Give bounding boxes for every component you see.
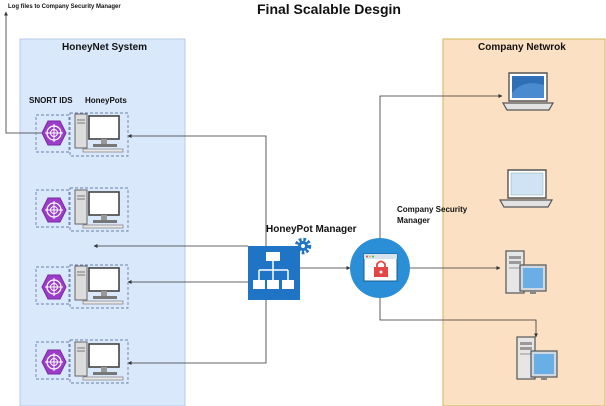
network-hierarchy-gear-icon (248, 237, 312, 300)
honeypots-label: HoneyPots (85, 96, 127, 105)
manager-honeypot-connectors (93, 134, 267, 365)
ids-group-box-1 (35, 114, 70, 153)
log-files-label: Log files to Company Security Manager (8, 4, 121, 10)
security-company-connectors (379, 94, 538, 338)
laptop-icon (502, 72, 554, 111)
honeypot-group-box-3 (69, 264, 129, 309)
locked-browser-window-icon (350, 238, 410, 298)
honeypot-desktop-icon (74, 341, 124, 381)
honeypot-manager-label: HoneyPot Manager (266, 224, 357, 235)
log-files-connector (4, 11, 48, 134)
honeypot-group-box-1 (69, 112, 129, 157)
page-title: Final Scalable Desgin (257, 1, 401, 17)
security-manager-label-line2: Manager (397, 216, 430, 225)
honeypot-desktop-icon (74, 113, 124, 153)
honeynet-system-label: HoneyNet System (62, 42, 148, 53)
honeynet-row-3 (35, 264, 129, 309)
honeynet-row-1 (35, 112, 129, 157)
honeypot-desktop-icon (74, 265, 124, 305)
honeypot-group-box-4 (69, 339, 129, 384)
honeynet-row-2 (35, 187, 129, 232)
ids-group-box-4 (35, 341, 70, 380)
security-manager-label-line1: Company Security (397, 205, 468, 214)
honeypot-desktop-icon (74, 189, 124, 229)
honeypot-group-box-2 (69, 187, 129, 232)
ids-group-box-2 (35, 189, 70, 228)
company-network-label: Company Netwrok (478, 42, 566, 53)
snort-ids-label: SNORT IDS (29, 96, 73, 105)
honeynet-row-4 (35, 339, 129, 384)
laptop-icon (498, 169, 554, 208)
ids-group-box-3 (35, 266, 70, 305)
